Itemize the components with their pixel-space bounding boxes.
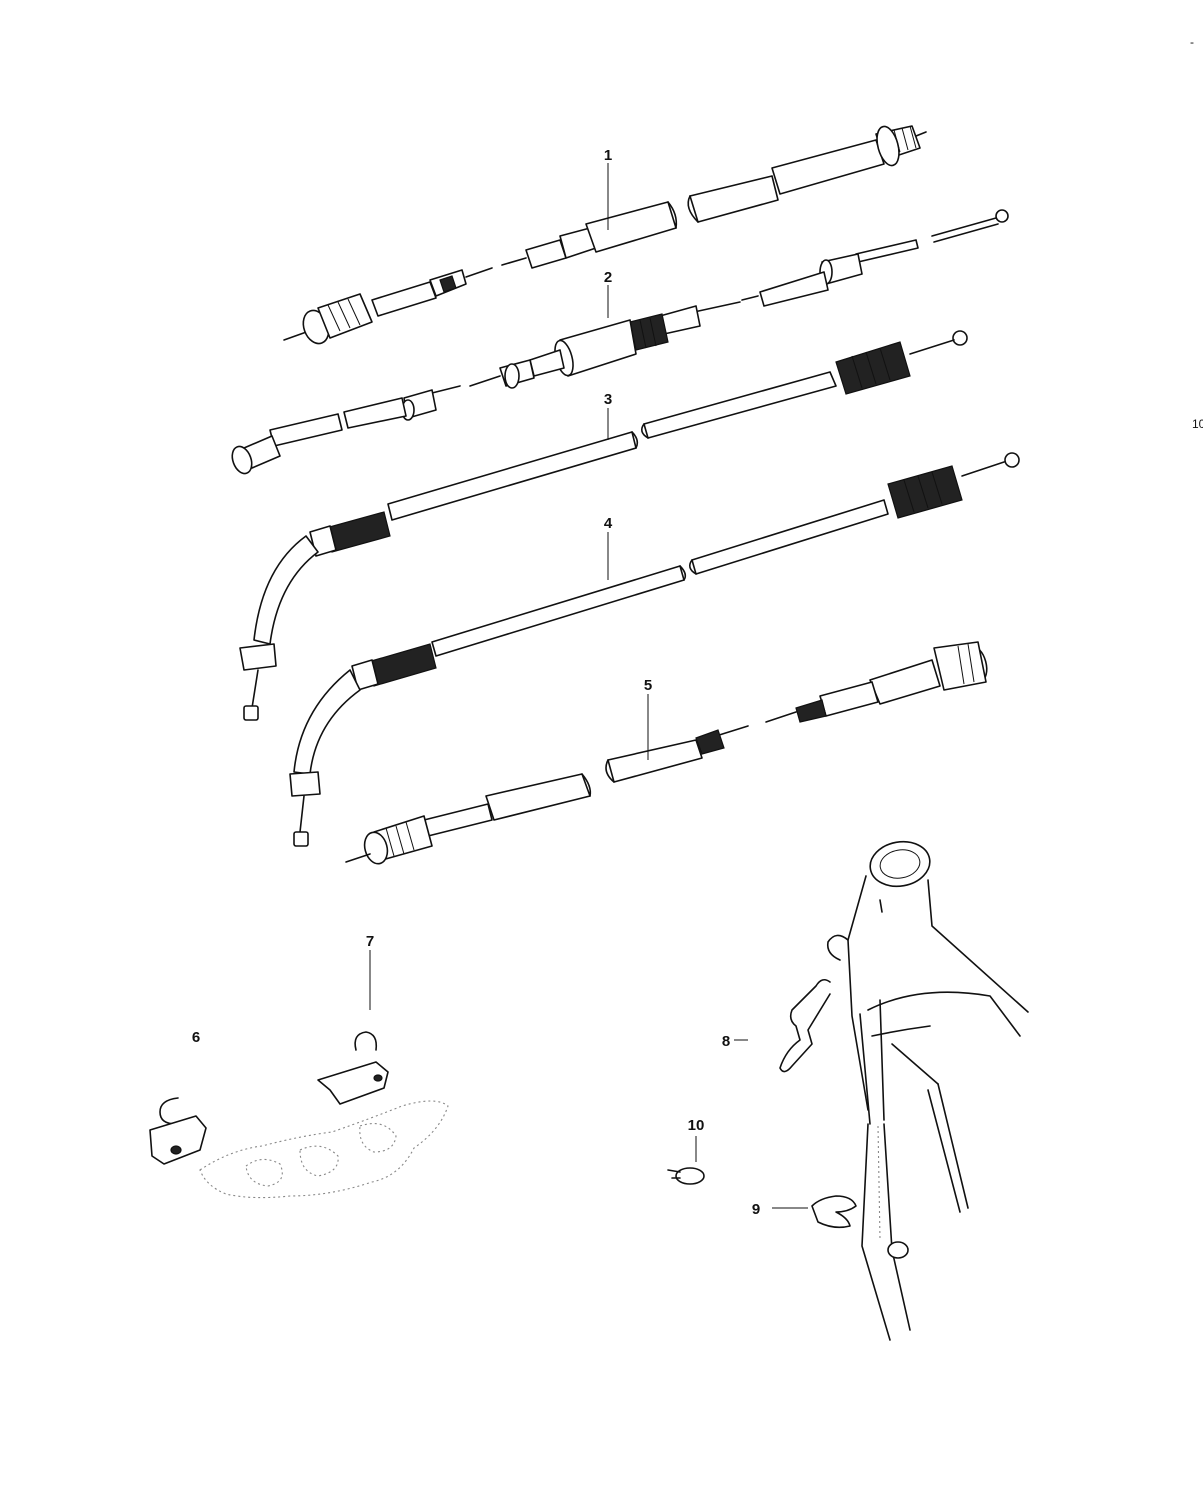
- part-6-clip: [149, 1097, 207, 1165]
- callout-8: 8: [722, 1033, 730, 1050]
- part-5-cable: [345, 641, 988, 865]
- part-3-cable: [239, 330, 968, 721]
- engine-outline: [199, 1100, 449, 1199]
- part-10-clip: [667, 1136, 705, 1185]
- part-7-clip: [317, 950, 389, 1105]
- part-2-cable: [231, 209, 1009, 475]
- right-edge-label: 10: [1192, 417, 1203, 431]
- top-right-mark: -: [1190, 35, 1194, 49]
- part-1-cable: [283, 125, 927, 345]
- callout-7: 7: [366, 933, 374, 950]
- callout-10: 10: [688, 1117, 705, 1134]
- callout-2: 2: [604, 269, 612, 286]
- callout-9: 9: [752, 1201, 760, 1218]
- callout-1: 1: [604, 147, 612, 164]
- part-4-cable: [289, 452, 1020, 847]
- callout-6: 6: [192, 1029, 200, 1046]
- callout-3: 3: [604, 391, 612, 408]
- callout-4: 4: [604, 515, 613, 532]
- frame-section: [826, 840, 1029, 1341]
- part-8-clamp: [734, 978, 831, 1073]
- callout-5: 5: [644, 677, 652, 694]
- part-9-clip: [772, 1195, 857, 1229]
